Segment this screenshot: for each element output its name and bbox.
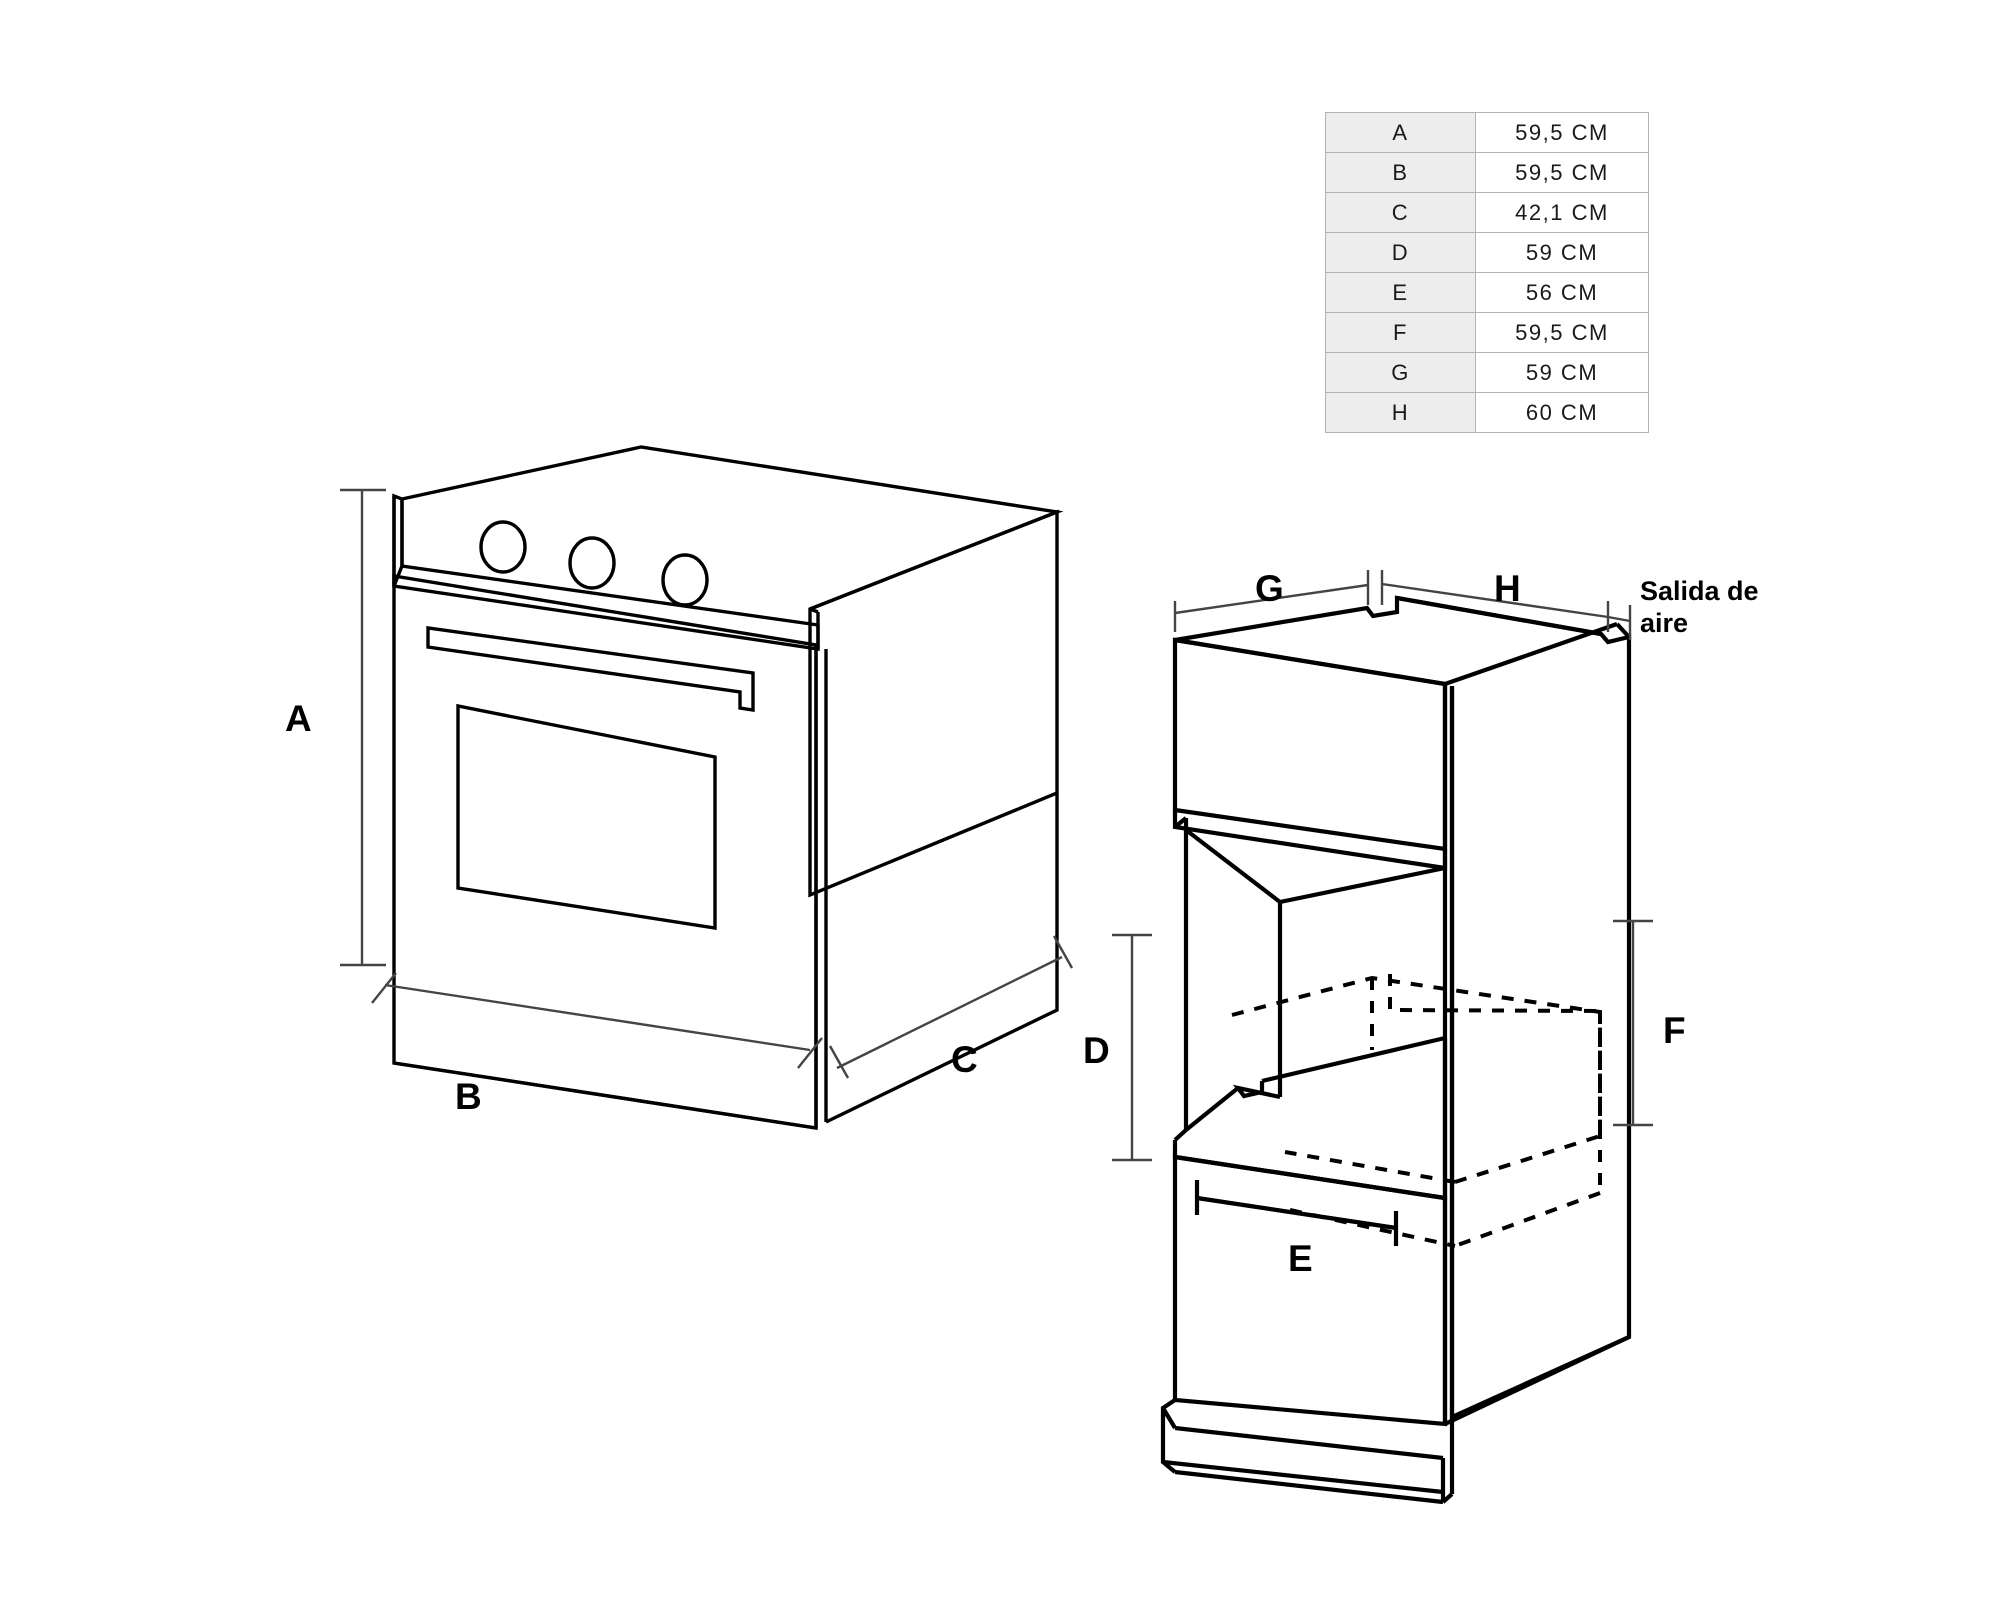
air-outlet-leader: [1607, 605, 1632, 640]
control-panel-right-connector: [809, 607, 819, 614]
dimension-value: 42,1 CM: [1475, 192, 1649, 233]
dimension-label-f: F: [1663, 1010, 1686, 1051]
niche-floor-left-joint: [1173, 1128, 1188, 1142]
table-row: D 59 CM: [1325, 232, 1649, 273]
niche-back-top-edge: [1279, 865, 1446, 905]
dimension-key: E: [1325, 272, 1476, 313]
air-outlet-annotation-line1: Salida de: [1640, 576, 1759, 606]
oven-body: [392, 445, 1064, 1130]
plinth-top-front: [1174, 1425, 1444, 1461]
niche-floor-back-edge: [1261, 1035, 1446, 1084]
control-knob-1-icon[interactable]: [479, 520, 527, 574]
dimension-tick-c-right: [1052, 935, 1074, 969]
dimension-label-h: H: [1494, 568, 1521, 609]
hidden-oven-outline: [1231, 974, 1602, 1248]
dimension-tick-b-left: [371, 972, 397, 1004]
table-row: A 59,5 CM: [1325, 112, 1649, 153]
dimension-value: 59,5 CM: [1475, 112, 1649, 153]
plinth-left: [1160, 1398, 1177, 1474]
shelf-front-edge: [1172, 810, 1448, 871]
dimension-value: 56 CM: [1475, 272, 1649, 313]
niche-floor-notch: [1232, 1084, 1281, 1100]
cabinet-bottom-right-edge: [1444, 1335, 1630, 1426]
dimension-value: 59,5 CM: [1475, 152, 1649, 193]
dimension-tick-b-right: [797, 1037, 823, 1069]
dimension-line-e: [1196, 1196, 1397, 1230]
table-row: C 42,1 CM: [1325, 192, 1649, 233]
dimension-value: 60 CM: [1475, 392, 1649, 433]
cabinet-dimension-lines: [1112, 570, 1653, 1162]
dimension-table: A 59,5 CM B 59,5 CM C 42,1 CM D 59 CM E …: [1325, 112, 1649, 433]
dimension-key: A: [1325, 112, 1476, 153]
dimension-key: D: [1325, 232, 1476, 273]
dimension-line-g: [1174, 583, 1369, 615]
dimension-label-d: D: [1083, 1030, 1110, 1071]
table-row: F 59,5 CM: [1325, 312, 1649, 353]
dimension-line-b: [384, 983, 811, 1052]
dimension-line-c: [836, 955, 1063, 1070]
door-handle[interactable]: [426, 626, 755, 712]
cabinet-body: [1160, 595, 1632, 1505]
oven-side-bottom: [825, 793, 1059, 1124]
table-row: G 59 CM: [1325, 352, 1649, 393]
plinth-bottom-front-lower: [1174, 1469, 1444, 1505]
table-row: H 60 CM: [1325, 392, 1649, 433]
dimension-line-e-group: [1196, 1196, 1397, 1230]
dimension-label-c: C: [951, 1039, 978, 1080]
air-outlet-notch-edge: [1396, 595, 1602, 637]
door-window: [456, 703, 717, 930]
dimension-label-b: B: [455, 1076, 482, 1117]
table-row: B 59,5 CM: [1325, 152, 1649, 193]
cabinet-top-back-edge: [1174, 595, 1632, 645]
dimension-label-e: E: [1288, 1238, 1313, 1279]
air-outlet-annotation: Salida de aire: [1640, 576, 1840, 640]
niche-back-left-edge: [1184, 828, 1283, 1097]
cabinet-right-side: [1449, 648, 1632, 1421]
control-knob-2-icon[interactable]: [568, 536, 616, 590]
oven-door-bottom-edge: [393, 1061, 817, 1130]
dimension-key: C: [1325, 192, 1476, 233]
oven-dimension-lines: [340, 488, 1074, 1079]
oven-side: [808, 509, 1059, 898]
dimension-key: F: [1325, 312, 1476, 353]
control-knob-3-icon[interactable]: [661, 553, 709, 607]
niche-left-top-joint: [1173, 816, 1188, 829]
air-outlet-annotation-line2: aire: [1640, 607, 1689, 638]
upper-compartment-front: [1172, 637, 1448, 852]
lower-door[interactable]: [1172, 1154, 1448, 1427]
dimension-tick-c-left: [828, 1045, 850, 1079]
dimension-line-h: [1381, 582, 1609, 619]
dimension-label-g: G: [1255, 568, 1284, 609]
cabinet-top-right-corner: [1615, 622, 1631, 639]
plinth-bottom-front: [1162, 1459, 1444, 1495]
dimension-value: 59 CM: [1475, 352, 1649, 393]
plinth-left-joint: [1161, 1406, 1177, 1430]
dimension-value: 59 CM: [1475, 232, 1649, 273]
dimension-label-a: A: [285, 698, 312, 739]
niche-floor-left-edge: [1184, 1086, 1240, 1132]
plinth-right-corner: [1441, 1492, 1454, 1504]
air-outlet-leader-line: [1607, 615, 1631, 623]
dimension-key: H: [1325, 392, 1476, 433]
table-row: E 56 CM: [1325, 272, 1649, 313]
